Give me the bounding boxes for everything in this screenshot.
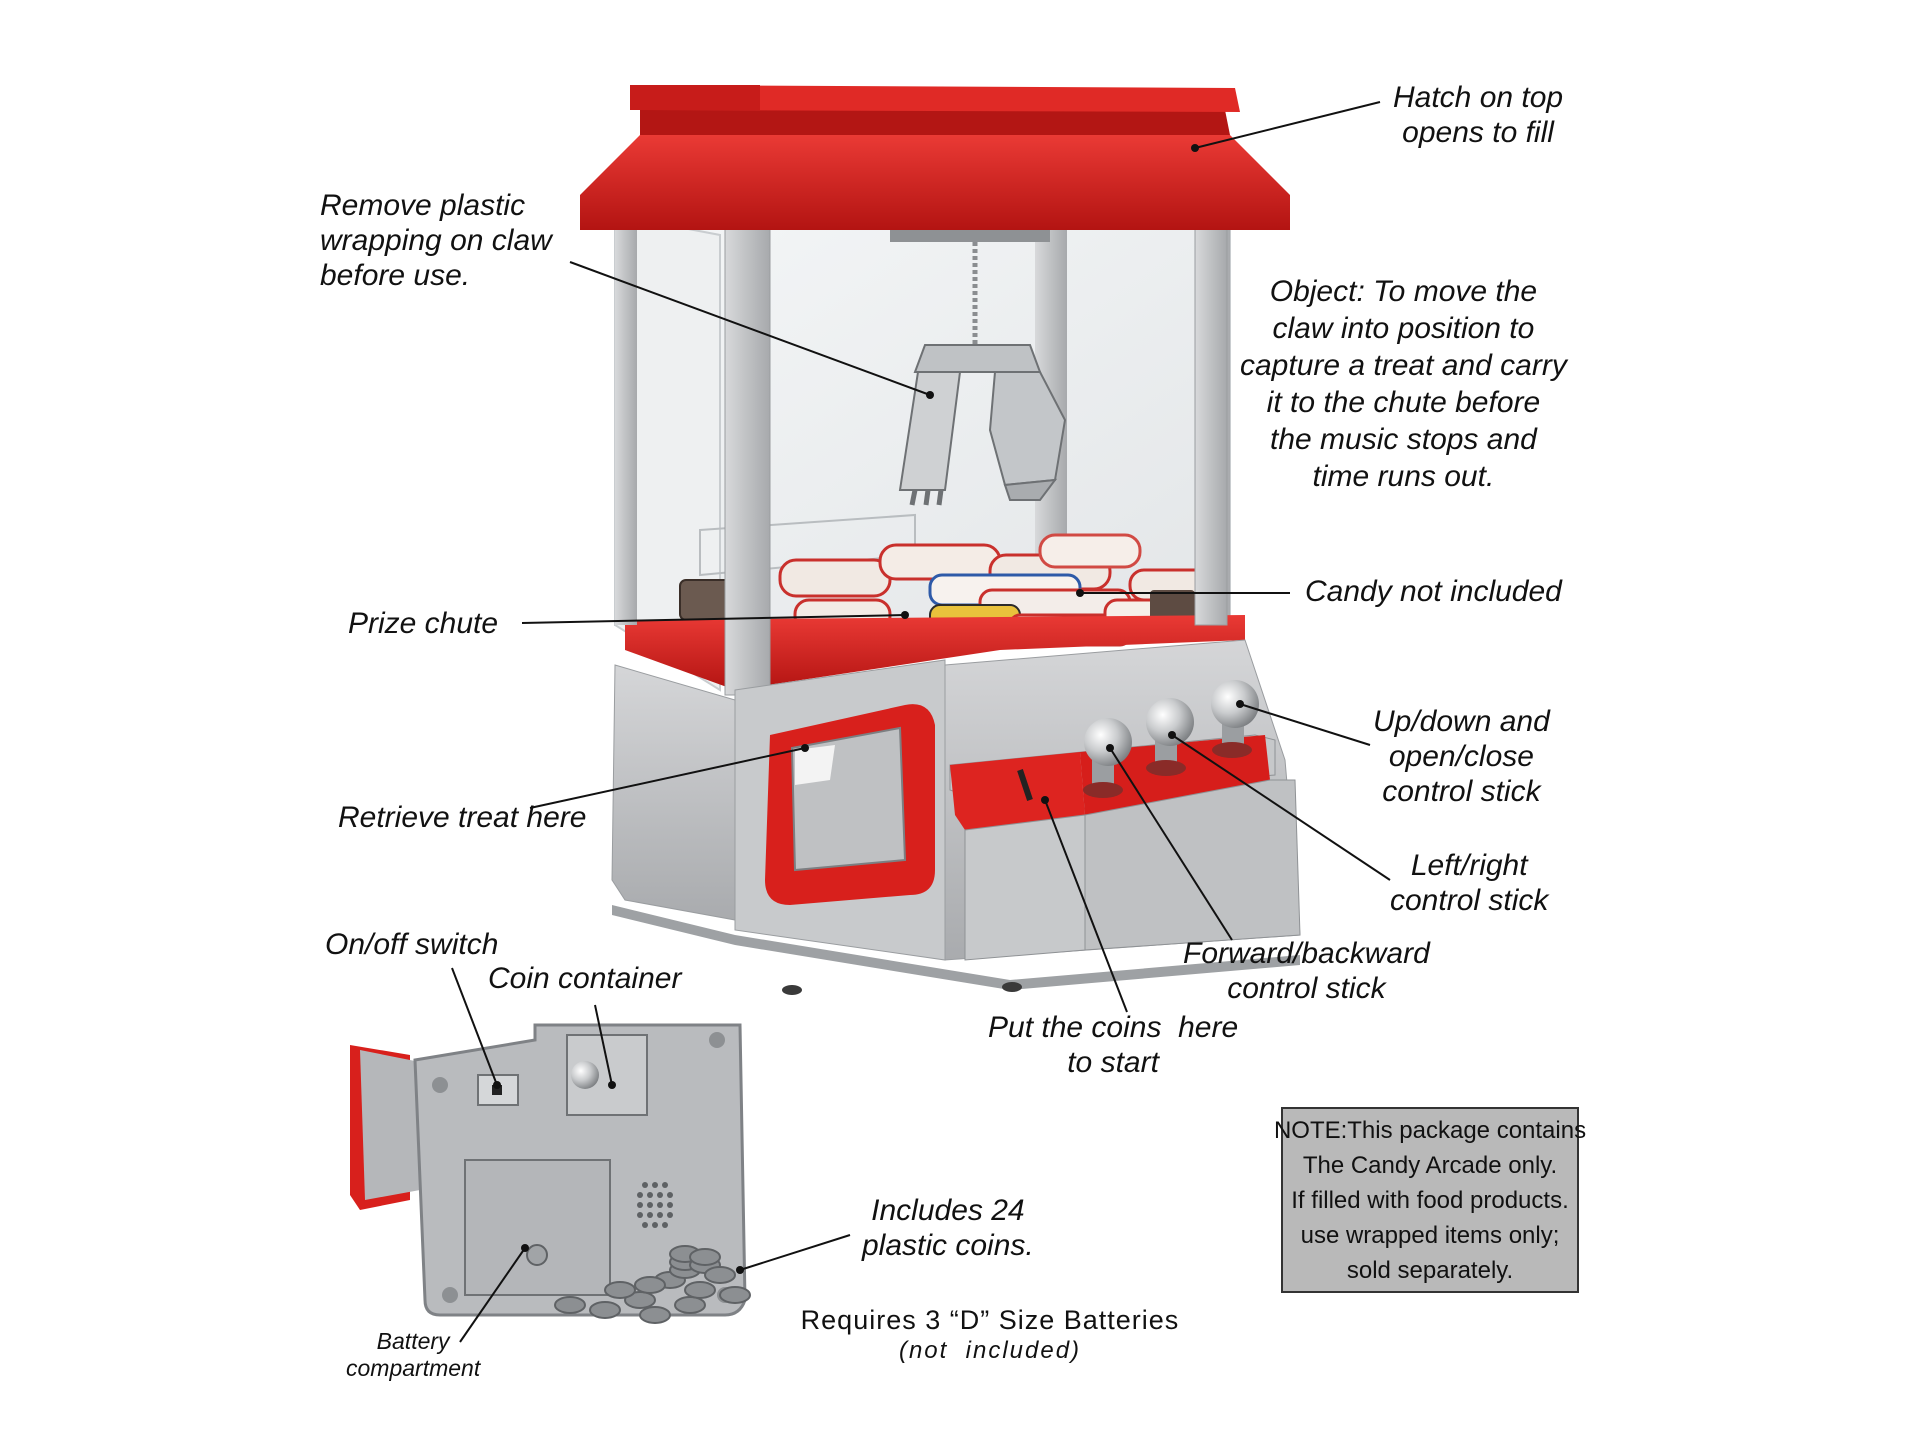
front-pillar-left bbox=[724, 224, 771, 696]
label-put-coins: Put the coins here to start bbox=[988, 1011, 1239, 1079]
leader-onoff bbox=[451, 967, 498, 1086]
claw-machine bbox=[580, 85, 1301, 995]
battery-compartment bbox=[464, 1159, 611, 1296]
leader-battery bbox=[459, 1247, 526, 1343]
label-claw-wrapping: Remove plastic wrapping on claw before u… bbox=[320, 189, 552, 292]
machine-back-view bbox=[350, 1023, 747, 1317]
leader-claw bbox=[569, 261, 931, 396]
leader-leftright bbox=[1171, 734, 1391, 881]
batteries-not-included: (not included) bbox=[898, 1337, 1082, 1364]
joystick-forward-backward bbox=[1083, 718, 1132, 798]
leader-coin-container bbox=[594, 1004, 613, 1086]
leader-includes bbox=[739, 1234, 851, 1271]
joystick-up-down bbox=[1211, 680, 1259, 758]
label-forward-backward-stick: Forward/backward control stick bbox=[1183, 937, 1430, 1005]
label-retrieve-treat: Retrieve treat here bbox=[338, 801, 587, 834]
base-foot bbox=[612, 905, 1300, 990]
front-pillar-right bbox=[1194, 224, 1228, 626]
leader-coins-start bbox=[1044, 799, 1128, 1013]
red-band bbox=[625, 615, 1245, 690]
control-panel bbox=[949, 734, 1301, 961]
gantry-bar bbox=[890, 228, 1050, 242]
label-includes-coins: Includes 24 plastic coins. bbox=[862, 1194, 1034, 1262]
leader-updown bbox=[1239, 703, 1371, 746]
leader-hatch bbox=[1194, 101, 1381, 149]
label-objective: Object: To move the claw into position t… bbox=[1240, 275, 1567, 493]
note-text: NOTE:This package contains The Candy Arc… bbox=[1273, 1116, 1587, 1284]
leader-chute bbox=[521, 614, 906, 624]
roof bbox=[580, 85, 1290, 230]
lower-base bbox=[611, 664, 736, 921]
batteries-requirement: Requires 3 “D” Size Batteries bbox=[800, 1305, 1180, 1335]
left-edge-pillar bbox=[615, 225, 637, 625]
leader-lines bbox=[451, 101, 1391, 1343]
claw bbox=[898, 344, 1067, 506]
plastic-coins bbox=[554, 1245, 751, 1324]
label-left-right-stick: Left/right control stick bbox=[1390, 849, 1549, 917]
leader-forward bbox=[1109, 747, 1233, 941]
label-prize-chute: Prize chute bbox=[348, 607, 499, 640]
label-battery-compartment: Battery compartment bbox=[346, 1328, 481, 1381]
label-up-down-stick: Up/down and open/close control stick bbox=[1373, 705, 1550, 808]
label-candy-not-included: Candy not included bbox=[1305, 575, 1562, 608]
joystick-left-right bbox=[1146, 698, 1194, 776]
note-box: NOTE:This package contains The Candy Arc… bbox=[1274, 1107, 1586, 1293]
leader-retrieve bbox=[529, 747, 806, 809]
retrieve-door bbox=[765, 704, 935, 905]
label-coin-container: Coin container bbox=[488, 962, 682, 995]
speaker-grille bbox=[637, 1182, 673, 1228]
label-hatch: Hatch on top opens to fill bbox=[1393, 81, 1564, 149]
label-on-off-switch: On/off switch bbox=[325, 928, 499, 961]
